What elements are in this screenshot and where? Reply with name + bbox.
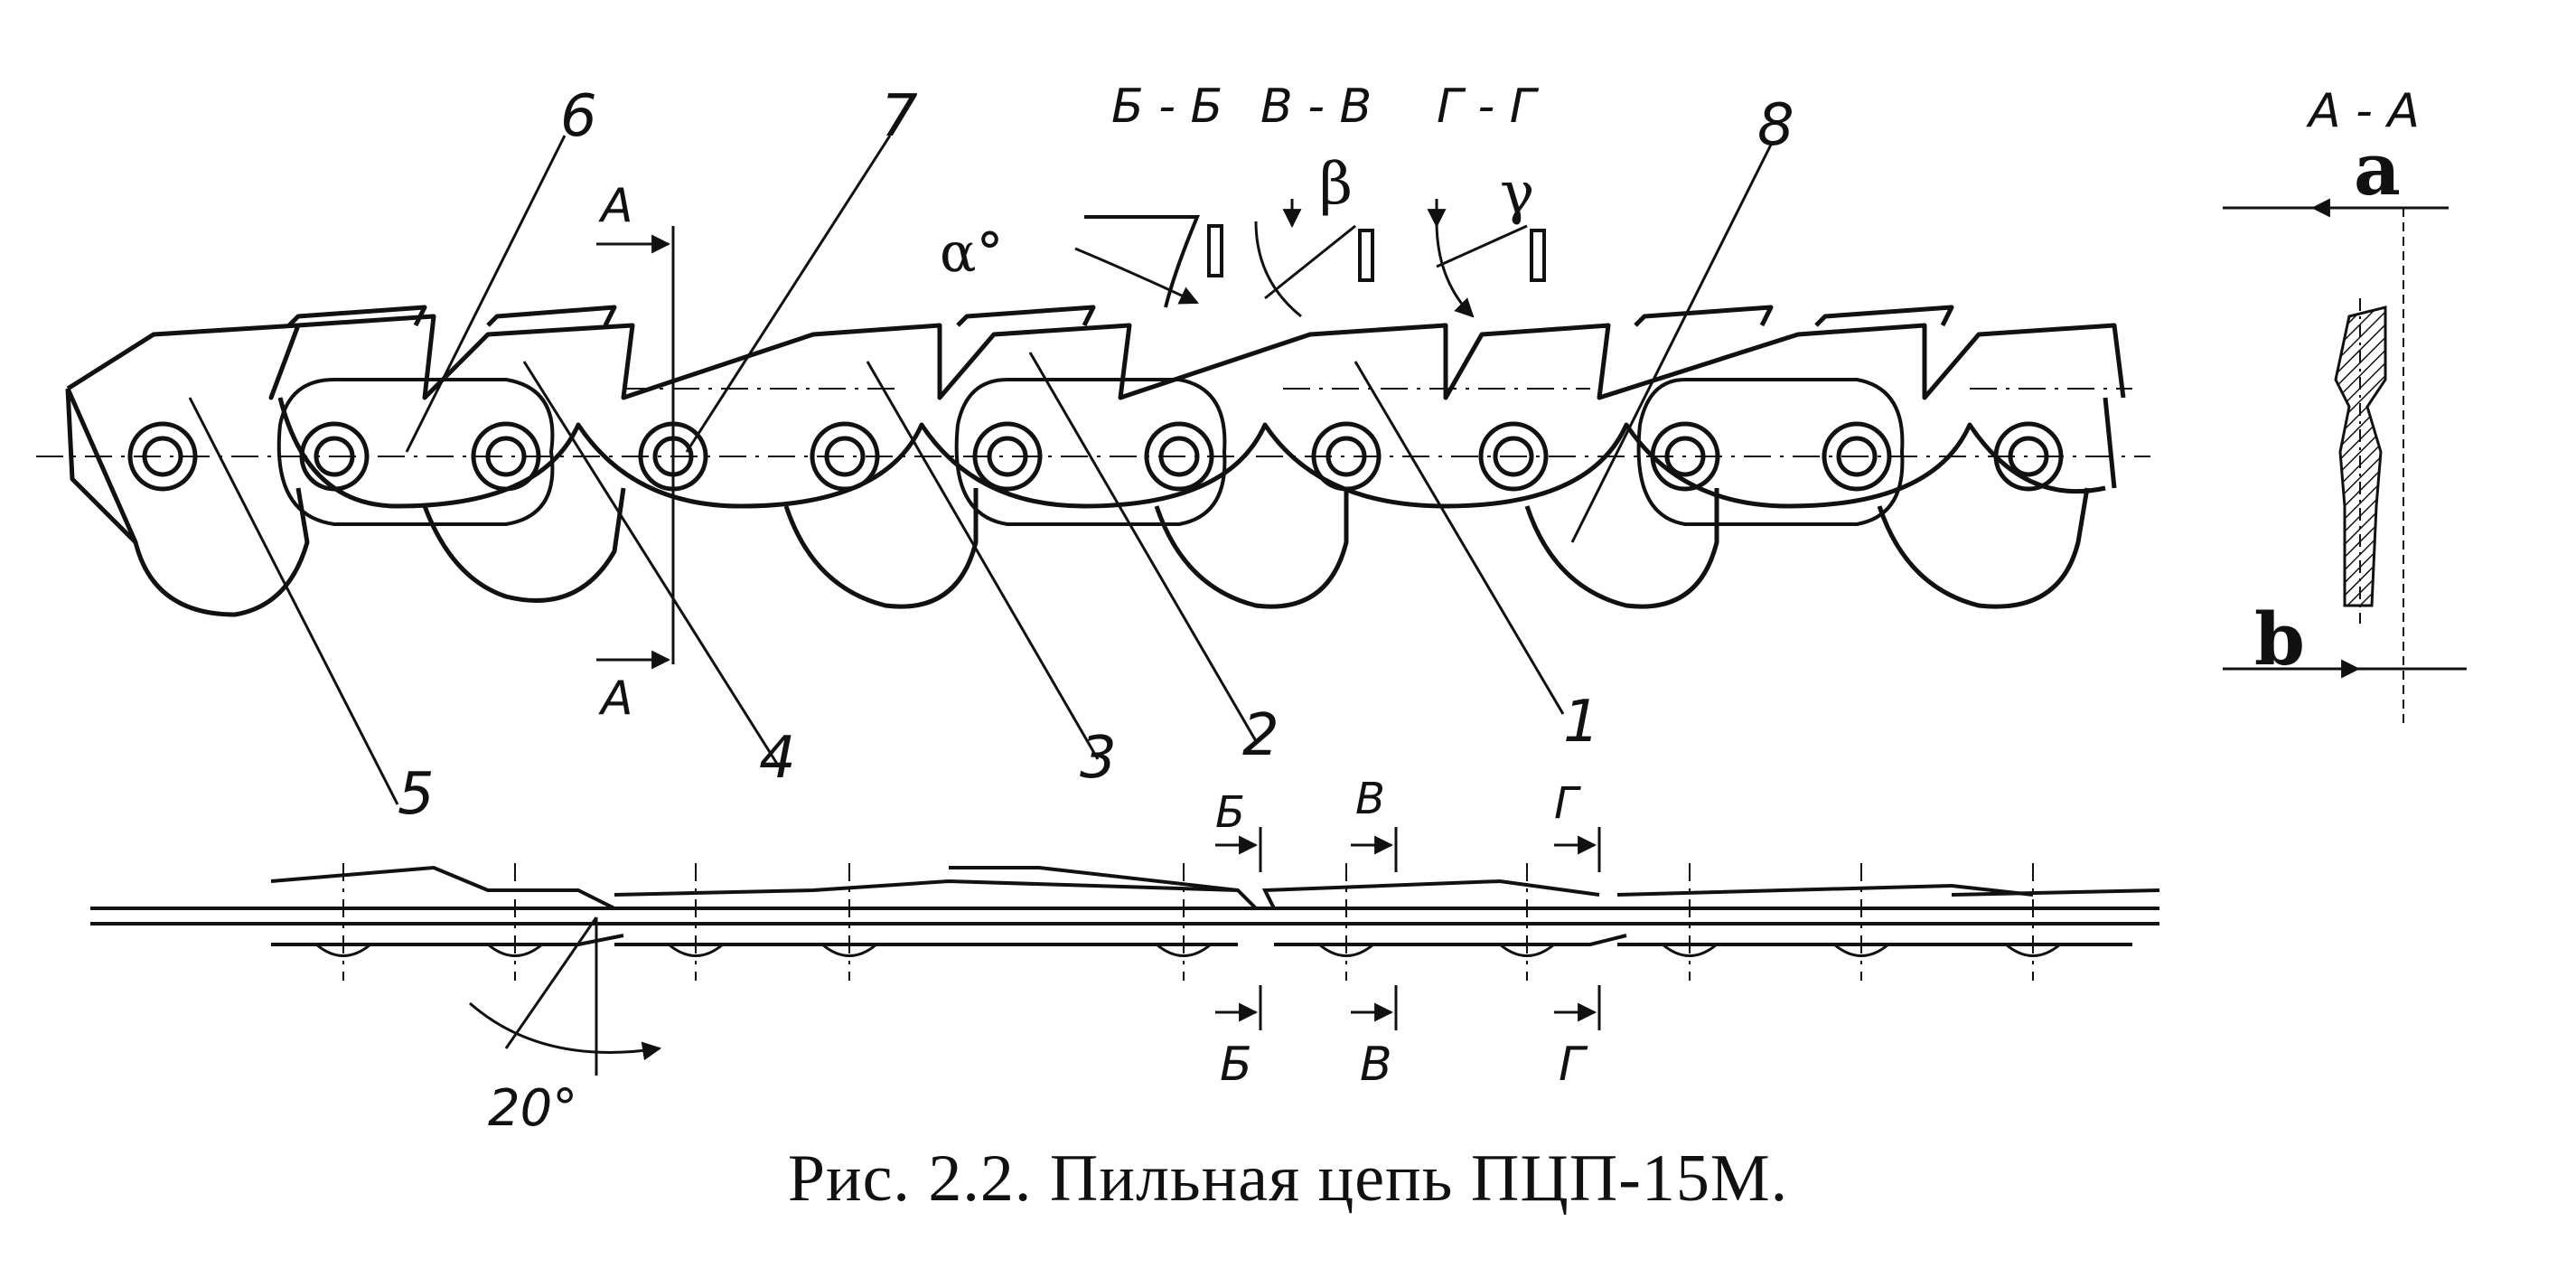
- figure-caption: Рис. 2.2. Пильная цепь ПЦП-15М.: [787, 1142, 1789, 1216]
- marker-a-top: А: [598, 179, 633, 233]
- section-title-vv: В - В: [1260, 80, 1372, 134]
- marker-v-bottom: В: [1360, 1038, 1392, 1092]
- chain-side-view: [36, 226, 2150, 670]
- part-label-5: 5: [398, 761, 435, 828]
- section-title-aa: А - А: [2306, 84, 2420, 138]
- dimension-labels: a b: [2254, 127, 2401, 681]
- marker-b-top: Б: [1215, 787, 1245, 838]
- part-labels: 5 4 3 2 1 6 7 8: [398, 83, 1794, 828]
- rivets: [127, 421, 2064, 492]
- angle-twenty: 20°: [488, 1079, 577, 1138]
- part-label-4: 4: [759, 725, 796, 792]
- dim-a: a: [2354, 127, 2401, 211]
- marker-g-top: Г: [1554, 778, 1581, 829]
- angle-gamma: γ: [1500, 160, 1534, 227]
- part-label-2: 2: [1242, 702, 1279, 769]
- chain-outline-top: [66, 314, 2126, 400]
- chain-plan-view: [90, 827, 2160, 1076]
- dim-b: b: [2254, 597, 2305, 681]
- leader-lines: [188, 135, 1773, 805]
- section-aa-view: [2223, 198, 2467, 723]
- drive-link-teeth: [65, 387, 2090, 617]
- part-label-6: 6: [560, 83, 597, 150]
- angle-labels: α° β γ 20°: [488, 151, 1534, 1138]
- section-labels: Б - Б В - В Г - Г А - А А А Б Б В В Г Г: [598, 80, 2420, 1092]
- marker-v-top: В: [1355, 774, 1385, 824]
- angle-alpha: α°: [940, 221, 1004, 285]
- part-label-1: 1: [1563, 689, 1600, 756]
- section-details: [1074, 199, 1546, 318]
- marker-a-bottom: А: [598, 672, 633, 726]
- part-label-3: 3: [1080, 725, 1117, 792]
- section-title-gg: Г - Г: [1437, 80, 1540, 134]
- marker-b-bottom: Б: [1220, 1038, 1252, 1092]
- section-title-bb: Б - Б: [1111, 80, 1222, 134]
- part-label-8: 8: [1757, 92, 1794, 159]
- chain-outline-mid: [277, 397, 2106, 509]
- marker-g-bottom: Г: [1559, 1038, 1588, 1092]
- angle-beta: β: [1319, 151, 1353, 218]
- cutter-plates: [287, 305, 1954, 327]
- part-label-7: 7: [881, 83, 918, 150]
